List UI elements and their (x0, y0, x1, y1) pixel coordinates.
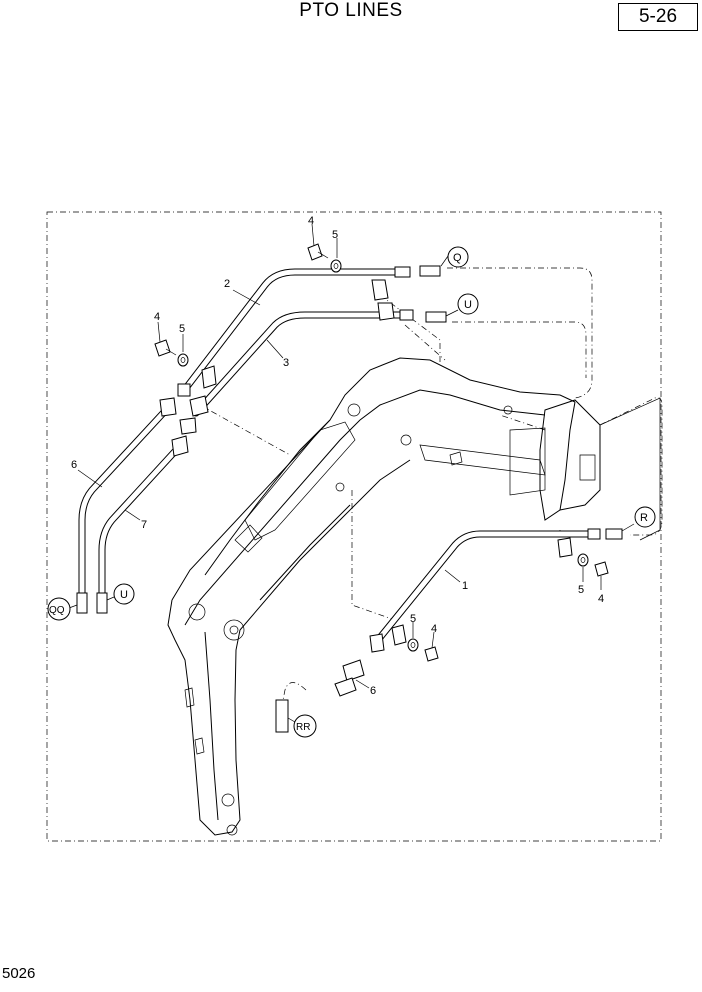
svg-text:R: R (640, 512, 648, 524)
connector-r: R (634, 506, 656, 528)
hose-6-lower (275, 659, 365, 733)
callout-6-left: 6 (71, 459, 77, 471)
callout-5-left: 5 (179, 323, 185, 335)
callout-6-bottom: 6 (370, 685, 376, 697)
swing-bracket (419, 397, 661, 541)
svg-text:Q: Q (453, 252, 462, 264)
callout-5-right: 5 (578, 584, 584, 596)
svg-text:U: U (120, 589, 128, 601)
washer-5-right (577, 553, 589, 567)
svg-text:U: U (464, 299, 472, 311)
callout-3: 3 (283, 357, 289, 369)
connector-u-top: U (457, 293, 479, 315)
diagram-frame (46, 211, 662, 842)
callout-2: 2 (224, 278, 230, 290)
callout-5-bottom: 5 (410, 613, 416, 625)
pipe-line-1 (369, 528, 623, 653)
connector-u-left: U (113, 583, 135, 605)
washer-5-bottom (407, 638, 419, 652)
callout-1: 1 (462, 580, 468, 592)
pipe-line-3 (189, 302, 414, 417)
callout-5-top: 5 (332, 229, 338, 241)
callout-4-left: 4 (154, 311, 160, 323)
leader-lines (199, 267, 663, 701)
callout-4-right: 4 (598, 593, 604, 605)
bolt-4-bottom (424, 646, 439, 662)
hose-6-and-7 (76, 397, 197, 614)
callout-4-top: 4 (308, 215, 314, 227)
page-reference-box: 5-26 (618, 3, 698, 31)
bolt-4-left (154, 339, 177, 357)
bolt-4-right (594, 561, 609, 577)
page-title: PTO LINES (299, 0, 403, 21)
callout-4-bottom: 4 (431, 623, 437, 635)
washer-5-left (177, 353, 189, 367)
callout-leaders (68, 223, 635, 723)
page-code: 5026 (2, 965, 36, 982)
washer-5-top (330, 259, 342, 273)
top-fittings (419, 265, 447, 323)
connector-q: Q (447, 246, 469, 268)
boom-arm-assembly (167, 357, 576, 836)
connector-qq: QQ (47, 597, 71, 621)
callout-7: 7 (141, 519, 147, 531)
bolt-4-top (307, 243, 329, 261)
connector-rr: RR (293, 714, 317, 738)
pipe-line-2 (177, 266, 411, 397)
svg-text:QQ: QQ (49, 605, 65, 616)
svg-text:RR: RR (296, 722, 310, 733)
